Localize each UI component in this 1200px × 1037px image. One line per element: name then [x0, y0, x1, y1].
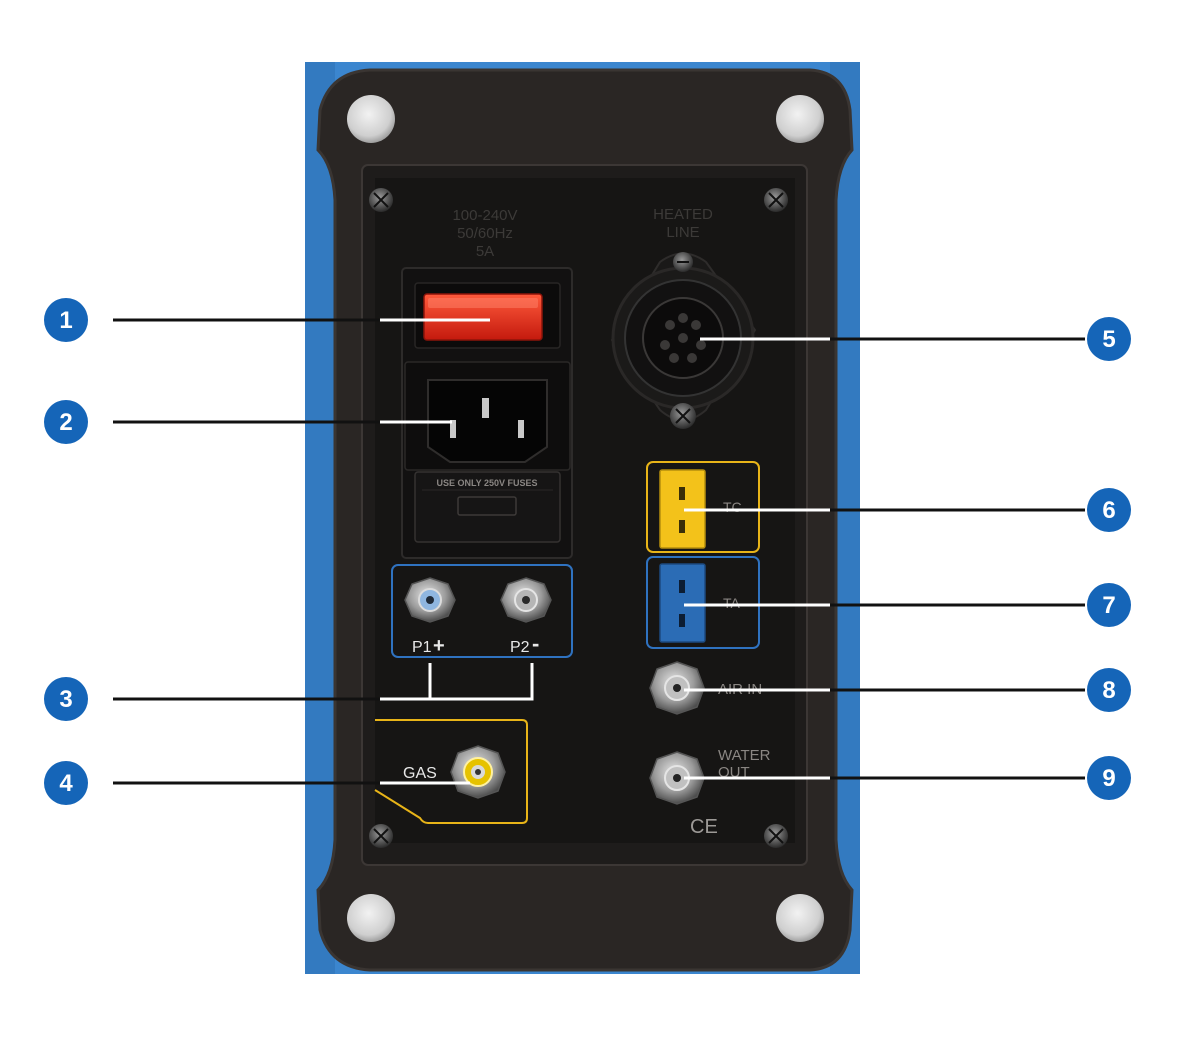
- housing-shadow-left: [305, 62, 335, 974]
- iec-pin-earth: [482, 398, 489, 418]
- gas-outline: [374, 719, 528, 824]
- iec-pin-line: [450, 420, 456, 438]
- p2-minus-sign: -: [532, 631, 539, 656]
- callout-number-3: 3: [59, 686, 72, 713]
- callout-number-8: 8: [1102, 677, 1115, 704]
- leader-line-3-branch-highlight: [430, 663, 534, 701]
- callout-badge-3: 3: [44, 677, 88, 721]
- corner-screw-bottom-right: [764, 824, 788, 848]
- callout-number-1: 1: [59, 307, 72, 334]
- power-rating-frequency: 50/60Hz: [457, 225, 513, 242]
- power-switch[interactable]: [423, 293, 543, 341]
- callout-badge-5: 5: [1087, 317, 1131, 361]
- ta-slot-bottom: [679, 614, 685, 627]
- corner-foot-top-left: [347, 95, 395, 143]
- corner-screw-top-left: [369, 188, 393, 212]
- gas-label: GAS: [403, 765, 437, 782]
- pressure-ports-outline: [391, 564, 573, 658]
- water-out-label-top: WATER: [718, 747, 771, 764]
- power-switch-highlight: [428, 298, 538, 308]
- iec-pin-neutral: [518, 420, 524, 438]
- callout-badge-2: 2: [44, 400, 88, 444]
- callout-badge-1: 1: [44, 298, 88, 342]
- ta-slot-top: [679, 580, 685, 593]
- power-rating-current: 5A: [476, 243, 494, 260]
- ta-outline: [646, 556, 760, 649]
- p1-pressure-port[interactable]: [404, 577, 456, 623]
- callout-badge-7: 7: [1087, 583, 1131, 627]
- p1-label: P1: [412, 639, 432, 656]
- heated-line-label-top: HEATED: [653, 206, 713, 223]
- fuse-label: USE ONLY 250V FUSES: [436, 478, 537, 488]
- fuse-drawer-slot: [457, 496, 517, 516]
- power-rating-voltage: 100-240V: [452, 207, 517, 224]
- callout-badge-6: 6: [1087, 488, 1131, 532]
- tc-slot-bottom: [679, 520, 685, 533]
- callout-number-9: 9: [1102, 765, 1115, 792]
- callout-number-7: 7: [1102, 592, 1115, 619]
- p1-plus-sign: +: [433, 635, 445, 657]
- callout-number-2: 2: [59, 409, 72, 436]
- heated-line-screw-top: [673, 252, 693, 272]
- corner-foot-bottom-right: [776, 894, 824, 942]
- corner-foot-top-right: [776, 95, 824, 143]
- heated-line-label-bottom: LINE: [666, 224, 699, 241]
- ta-label: TA: [723, 595, 741, 611]
- callout-number-6: 6: [1102, 497, 1115, 524]
- air-in-port[interactable]: [649, 661, 705, 715]
- corner-screw-top-right: [764, 188, 788, 212]
- p2-pressure-port[interactable]: [500, 577, 552, 623]
- tc-slot-top: [679, 487, 685, 500]
- corner-screw-bottom-left: [369, 824, 393, 848]
- corner-foot-bottom-left: [347, 894, 395, 942]
- tc-outline: [646, 461, 760, 553]
- callout-number-5: 5: [1102, 326, 1115, 353]
- iec-inlet-socket[interactable]: [427, 379, 548, 463]
- gas-port[interactable]: [450, 745, 506, 799]
- callout-number-4: 4: [59, 770, 73, 797]
- tc-label: TC: [723, 499, 742, 515]
- callout-badge-8: 8: [1087, 668, 1131, 712]
- callout-badge-4: 4: [44, 761, 88, 805]
- ta-socket[interactable]: [659, 563, 706, 643]
- callout-badge-9: 9: [1087, 756, 1131, 800]
- heated-line-connector[interactable]: [610, 252, 757, 421]
- heated-line-screw-bottom: [670, 403, 696, 429]
- ce-mark: CE: [690, 816, 718, 838]
- water-out-port[interactable]: [649, 751, 705, 805]
- p2-label: P2: [510, 639, 530, 656]
